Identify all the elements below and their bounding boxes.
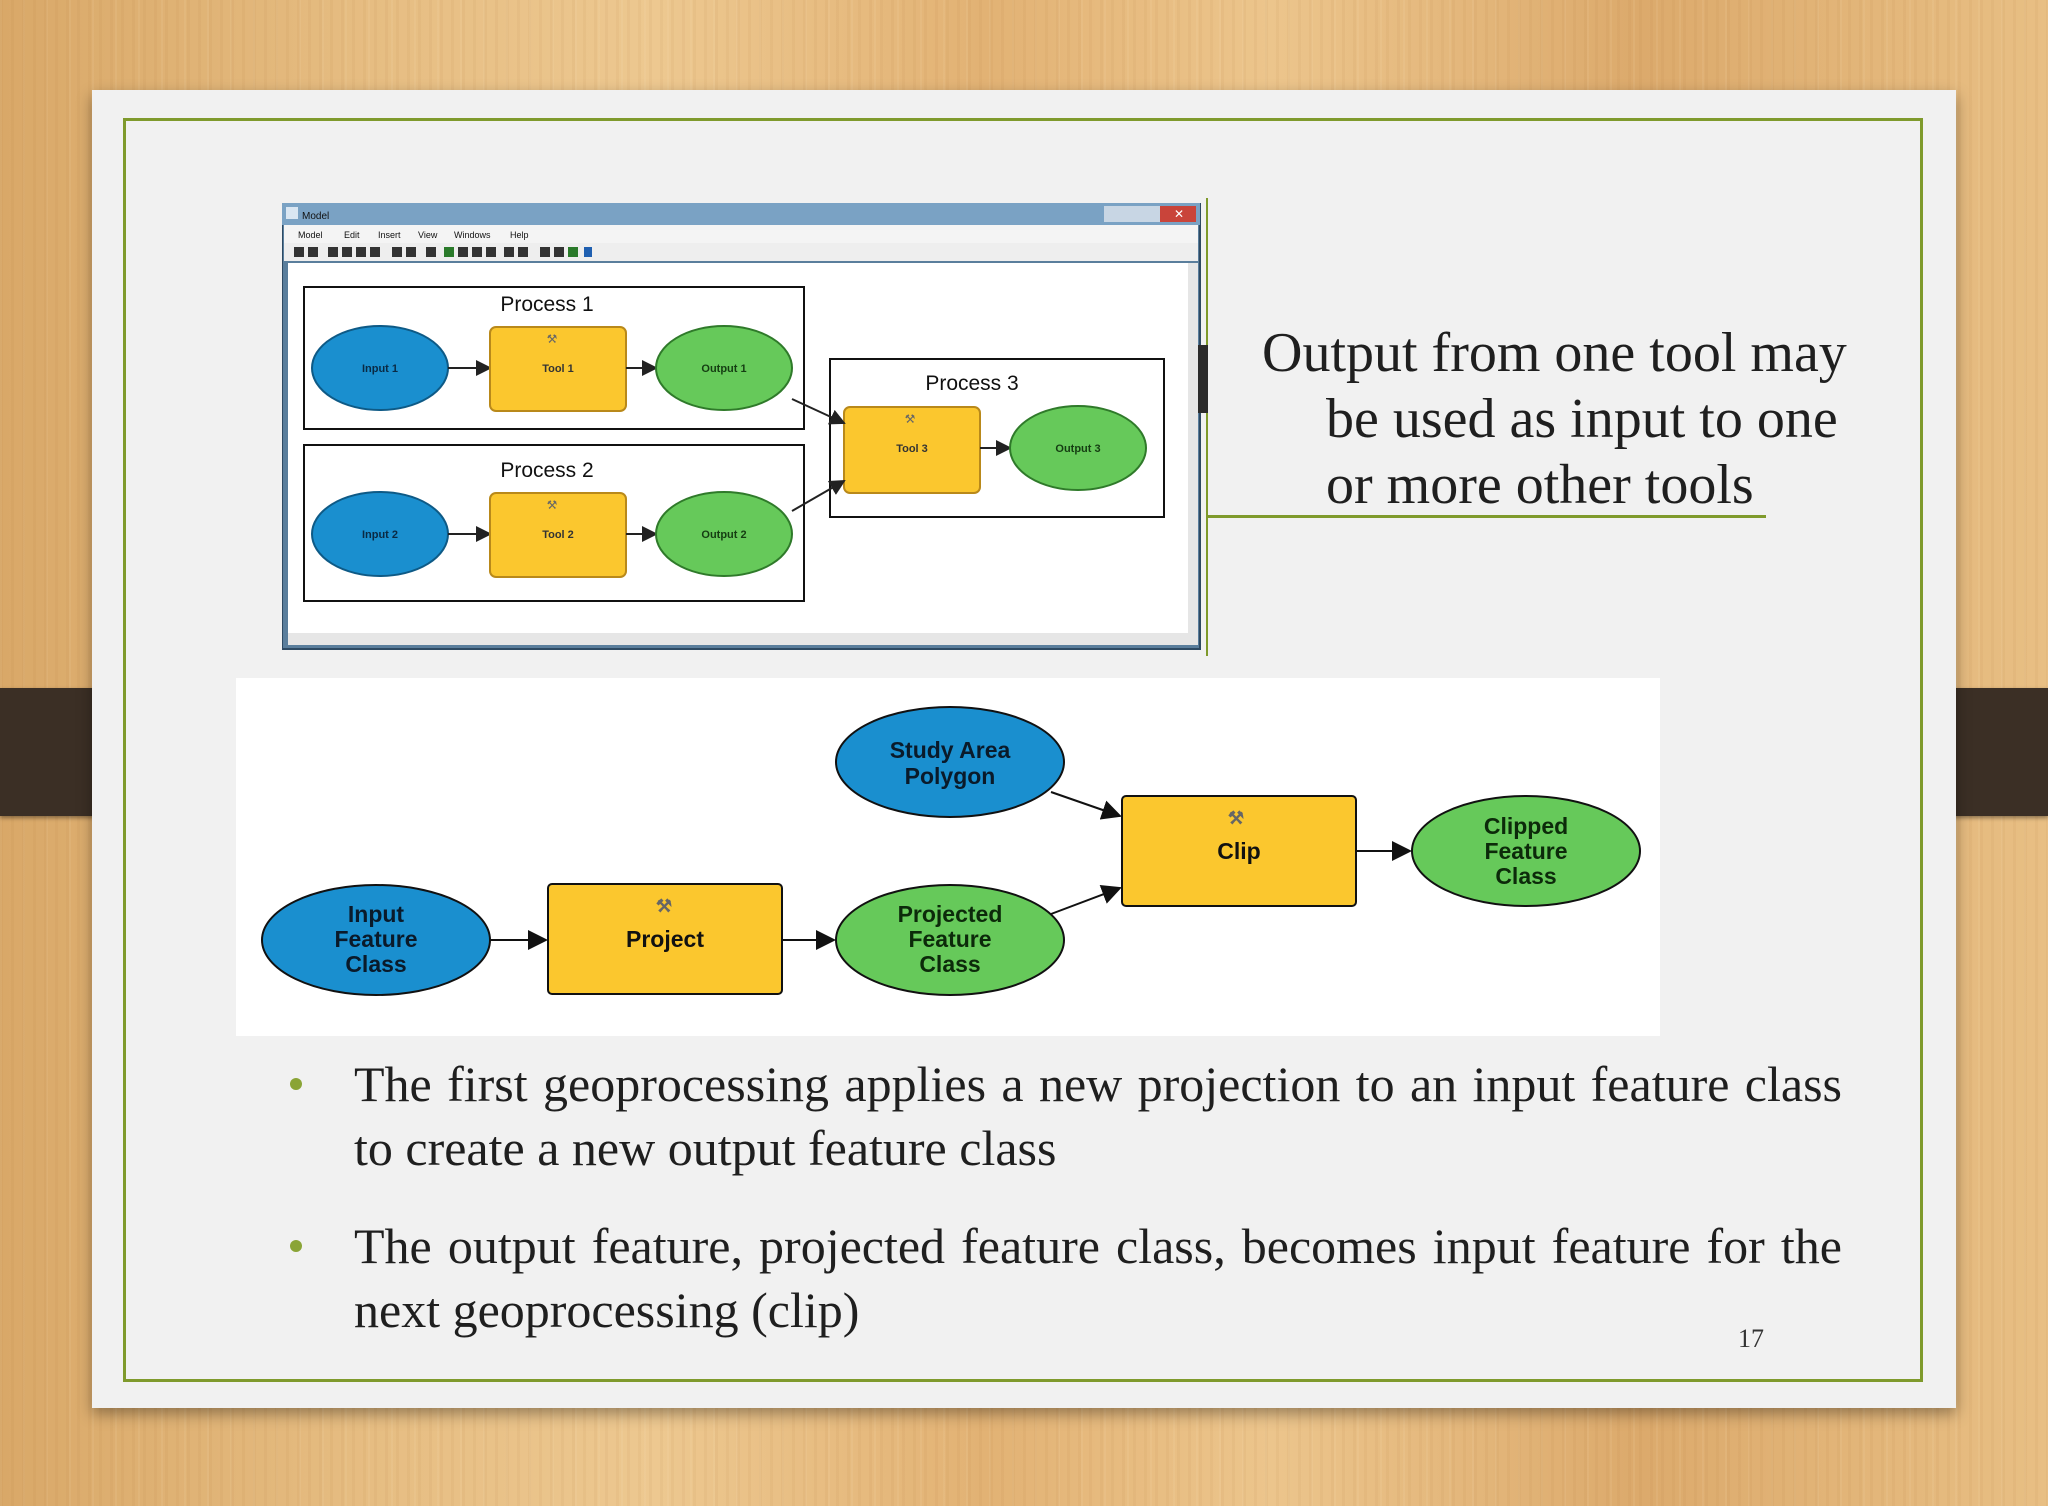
hammer-icon: ⚒ (1228, 808, 1244, 828)
output-3-node[interactable] (1009, 405, 1147, 491)
menu-insert[interactable]: Insert (378, 230, 401, 240)
callout-line-2: be used as input to one (1326, 388, 1838, 450)
study-area-line-2: Polygon (905, 763, 996, 789)
process-1-label: Process 1 (500, 293, 593, 316)
callout-line-3: or more other tools (1326, 454, 1754, 516)
bullet-text-1: The first geoprocessing applies a new pr… (354, 1056, 1842, 1176)
menu-windows[interactable]: Windows (454, 230, 491, 240)
arrow-studyarea-clip (1050, 791, 1122, 820)
tool-3-node[interactable] (843, 406, 981, 494)
study-area-line-1: Study Area (890, 737, 1011, 763)
slide-frame (123, 118, 1923, 1382)
window-title: Model (302, 211, 329, 222)
menu-help[interactable]: Help (510, 230, 529, 240)
process-3-label: Process 3 (925, 372, 1018, 395)
minimize-button[interactable] (1104, 206, 1134, 222)
process-3-box (829, 358, 1165, 518)
window-icon (286, 207, 298, 219)
hammer-icon: ⚒ (905, 412, 916, 426)
menu-bar (284, 225, 1198, 243)
close-button[interactable] (1160, 206, 1196, 222)
callout-underline (1206, 515, 1766, 518)
arrow-output1-tool3 (791, 398, 846, 425)
process-2-label: Process 2 (500, 459, 593, 482)
bullet-text-2: The output feature, projected feature cl… (354, 1218, 1842, 1338)
input-fc-line-1: Input (348, 901, 405, 927)
title-bar (282, 203, 1200, 225)
hammer-icon: ⚒ (656, 896, 672, 916)
clipped-fc-line-1: Clipped (1484, 813, 1568, 839)
callout-tab (1198, 345, 1208, 413)
tool-3-label: Tool 3 (896, 443, 928, 455)
bullet-item: The output feature, projected feature cl… (290, 1214, 1842, 1342)
project-label: Project (626, 926, 704, 952)
clipped-feature-class-node[interactable] (1411, 795, 1641, 907)
output-1-node[interactable] (655, 325, 793, 411)
projected-fc-line-1: Projected (898, 901, 1003, 927)
menu-edit[interactable]: Edit (344, 230, 360, 240)
output-3-label: Output 3 (1055, 443, 1100, 455)
close-icon: ✕ (1174, 207, 1184, 221)
input-1-label: Input 1 (362, 363, 398, 375)
projected-feature-class-node[interactable] (835, 884, 1065, 996)
arrow-output2-tool3 (791, 480, 846, 512)
callout-line-1: Output from one tool may (1262, 322, 1847, 384)
toolbar (284, 243, 1198, 261)
output-2-node[interactable] (655, 491, 793, 577)
input-2-label: Input 2 (362, 529, 398, 541)
menu-model[interactable]: Model (298, 230, 323, 240)
modelbuilder-screenshot: Model ✕ Model Edit Insert View Windows H… (281, 202, 1206, 653)
clipped-fc-line-2: Feature (1484, 838, 1567, 864)
bullet-item: The first geoprocessing applies a new pr… (290, 1052, 1842, 1180)
projected-fc-line-2: Feature (908, 926, 991, 952)
output-1-label: Output 1 (701, 363, 746, 375)
process-1-box (303, 286, 805, 430)
clipped-fc-line-3: Class (1495, 863, 1556, 889)
bullet-dot (290, 1078, 302, 1090)
callout-vertical-rule (1206, 198, 1208, 656)
projected-fc-line-3: Class (919, 951, 980, 977)
tool-1-label: Tool 1 (542, 363, 574, 375)
horizontal-scrollbar[interactable] (288, 633, 1198, 645)
input-fc-line-2: Feature (334, 926, 417, 952)
process-2-box (303, 444, 805, 602)
bullet-list: The first geoprocessing applies a new pr… (290, 1052, 1842, 1342)
clip-label: Clip (1217, 838, 1260, 864)
arrow-projected-clip (1050, 884, 1122, 915)
toolbar-icons[interactable] (294, 247, 592, 257)
menu-view[interactable]: View (418, 230, 438, 240)
tool-2-label: Tool 2 (542, 529, 574, 541)
page-number: 17 (1738, 1324, 1764, 1353)
hammer-icon: ⚒ (547, 498, 558, 512)
bullet-dot (290, 1240, 302, 1252)
study-area-node[interactable] (835, 706, 1065, 818)
maximize-button[interactable] (1134, 206, 1160, 222)
project-clip-model: Study Area Polygon Input Feature Class ⚒… (236, 678, 1660, 1036)
callout-text: Output from one tool may be used as inpu… (1262, 320, 1922, 518)
output-2-label: Output 2 (701, 529, 746, 541)
vertical-scrollbar[interactable] (1188, 263, 1198, 633)
hammer-icon: ⚒ (547, 332, 558, 346)
input-fc-line-3: Class (345, 951, 406, 977)
